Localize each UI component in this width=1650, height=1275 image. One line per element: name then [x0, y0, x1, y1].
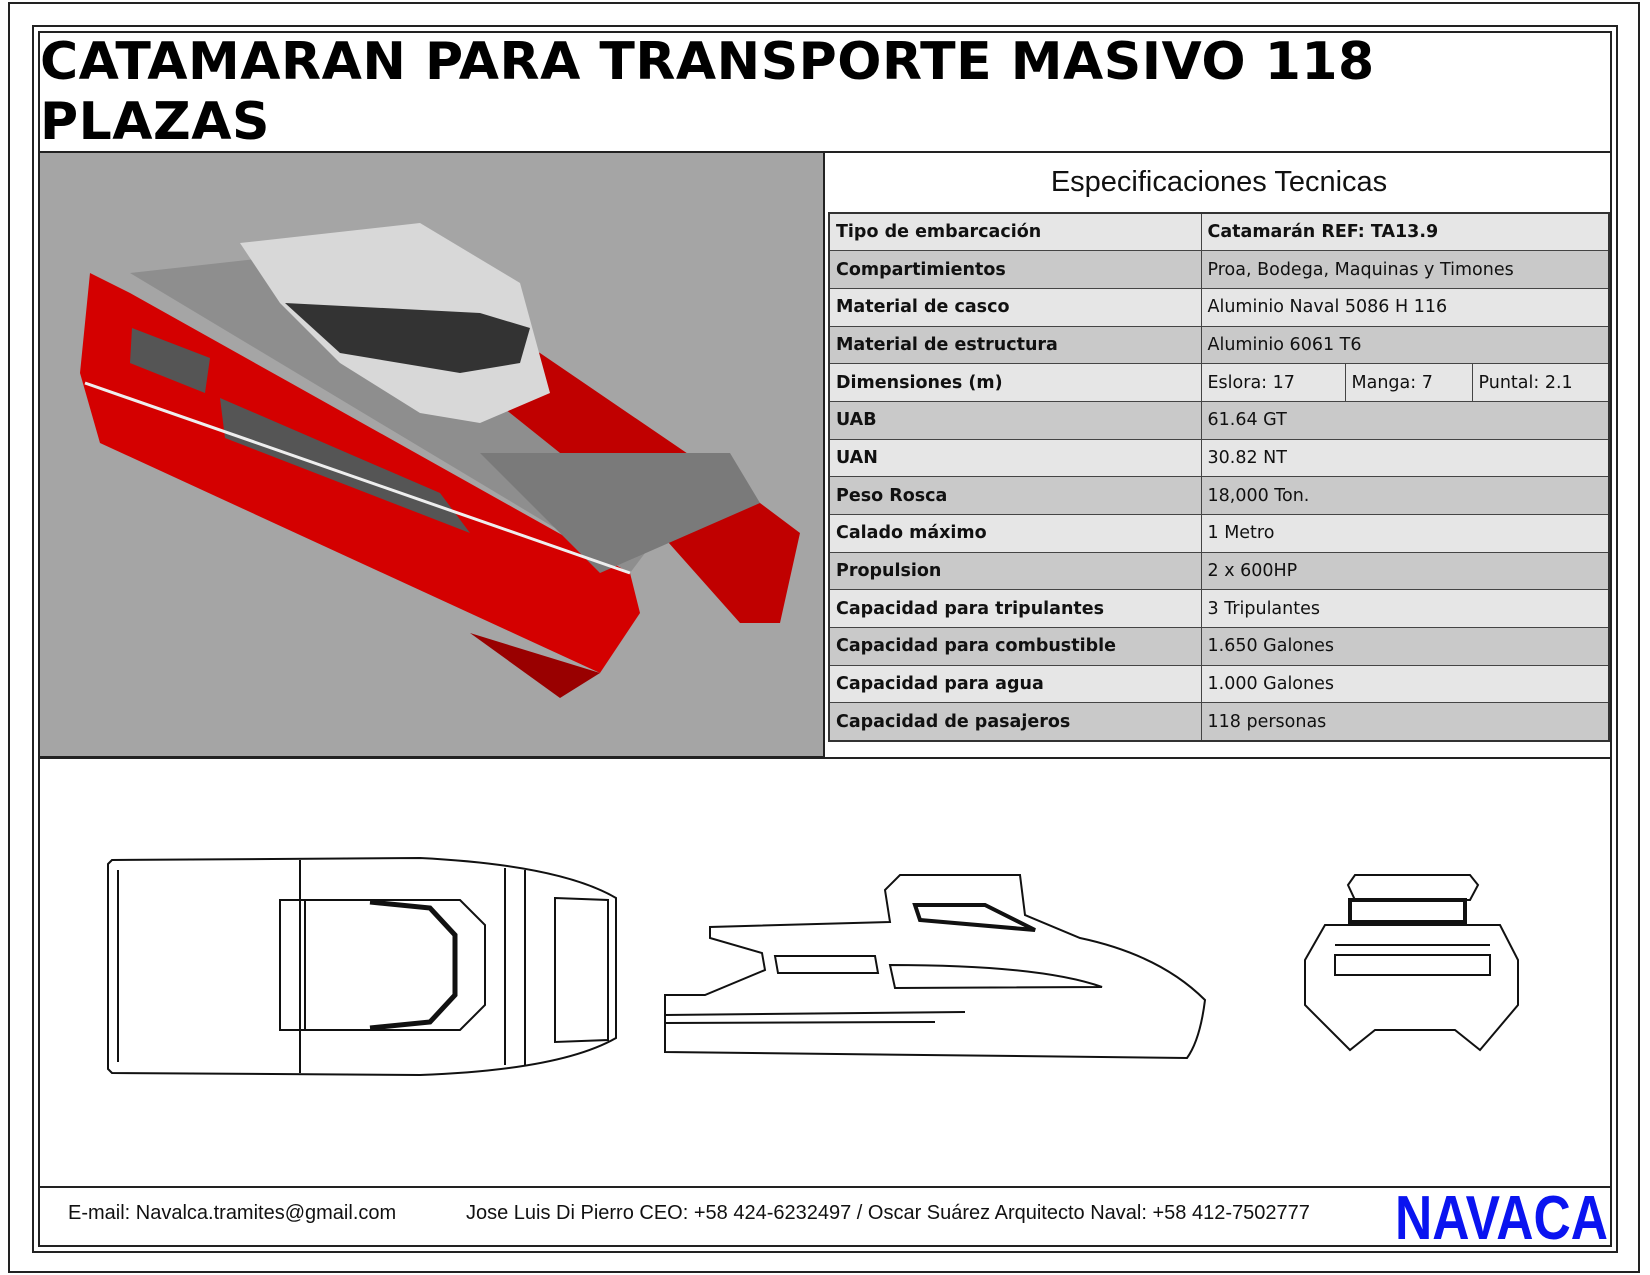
spec-label: Calado máximo: [828, 514, 1202, 553]
spec-label: Capacidad para combustible: [828, 627, 1202, 666]
line-drawings: [107, 856, 1519, 1077]
spec-label: Propulsion: [828, 551, 1202, 591]
footer-divider: [40, 1186, 1610, 1188]
spec-label: Compartimientos: [828, 250, 1202, 289]
spec-label: UAN: [828, 438, 1202, 478]
spec-value: Catamarán REF: TA13.9: [1200, 212, 1610, 252]
spec-label: Capacidad para agua: [828, 664, 1202, 704]
spec-label: Dimensiones (m): [828, 363, 1202, 402]
catamaran-3d-render: [40, 153, 825, 758]
specs-heading: Especificaciones Tecnicas: [1050, 166, 1388, 198]
footer-contacts: Jose Luis Di Pierro CEO: +58 424-6232497…: [466, 1202, 1310, 1224]
cabin-windows: [285, 303, 530, 373]
inner-border: [38, 31, 1612, 1247]
side-window-2: [220, 398, 470, 533]
spec-value: Aluminio Naval 5086 H 116: [1200, 287, 1610, 327]
spec-value: 2 x 600HP: [1200, 551, 1610, 591]
side-window-1: [130, 328, 210, 393]
spec-label: Peso Rosca: [828, 476, 1202, 515]
spec-value: 118 personas: [1200, 702, 1610, 742]
spec-value: 30.82 NT: [1200, 438, 1610, 478]
navalca-logo: NAVACA: [1395, 1191, 1608, 1241]
spec-value: 1 Metro: [1200, 514, 1610, 553]
outer-border: [8, 2, 1640, 1273]
divider: [40, 757, 1610, 759]
top-view-drawing: [107, 856, 617, 1077]
spec-value: 3 Tripulantes: [1200, 589, 1610, 629]
aft-deck: [480, 453, 760, 573]
spec-label: Capacidad de pasajeros: [828, 702, 1202, 742]
rub-rail: [84, 381, 631, 575]
page-title: CATAMARAN PARA TRANSPORTE MASIVO 118 PLA…: [40, 32, 1610, 153]
spec-label: Capacidad para tripulantes: [828, 589, 1202, 629]
spec-value: Aluminio 6061 T6: [1200, 325, 1610, 365]
spec-puntal: Puntal: 2.1: [1471, 363, 1610, 402]
spec-label: Material de estructura: [828, 325, 1202, 365]
spec-value: Proa, Bodega, Maquinas y Timones: [1200, 250, 1610, 289]
spec-label: Material de casco: [828, 287, 1202, 327]
footer-email: E-mail: Navalca.tramites@gmail.com: [68, 1202, 397, 1224]
spec-value: 1.000 Galones: [1200, 664, 1610, 704]
side-view-drawing: [664, 874, 1207, 1060]
middle-border: [32, 25, 1618, 1253]
spec-value: 61.64 GT: [1200, 400, 1610, 440]
spec-label: UAB: [828, 400, 1202, 440]
spec-value: 18,000 Ton.: [1200, 476, 1610, 515]
svg-text:NAVACA: NAVACA: [1395, 1191, 1608, 1241]
hull-bow-shadow: [470, 633, 600, 698]
spec-manga: Manga: 7: [1344, 363, 1473, 402]
spec-value: 1.650 Galones: [1200, 627, 1610, 666]
spec-label: Tipo de embarcación: [828, 212, 1202, 252]
front-view-drawing: [1304, 874, 1519, 1052]
spec-eslora: Eslora: 17: [1200, 363, 1346, 402]
